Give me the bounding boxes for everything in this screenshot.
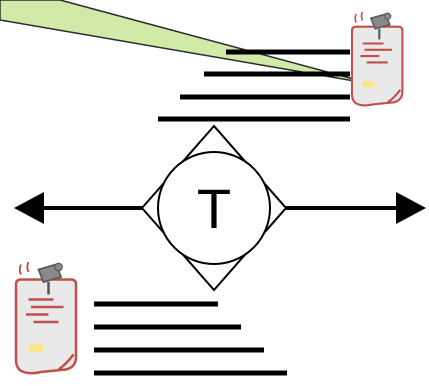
- right-arrow-icon: [286, 192, 426, 224]
- center-letter: T: [197, 177, 231, 240]
- callout-pointer: [0, 0, 373, 85]
- pinned-note-icon: [350, 10, 404, 107]
- pinned-note-icon: [14, 260, 78, 375]
- circle-in-diamond-node: T: [140, 124, 288, 292]
- left-arrow-icon: [14, 192, 143, 224]
- upper-lines-group: [158, 49, 350, 122]
- lower-lines-group: [94, 301, 287, 376]
